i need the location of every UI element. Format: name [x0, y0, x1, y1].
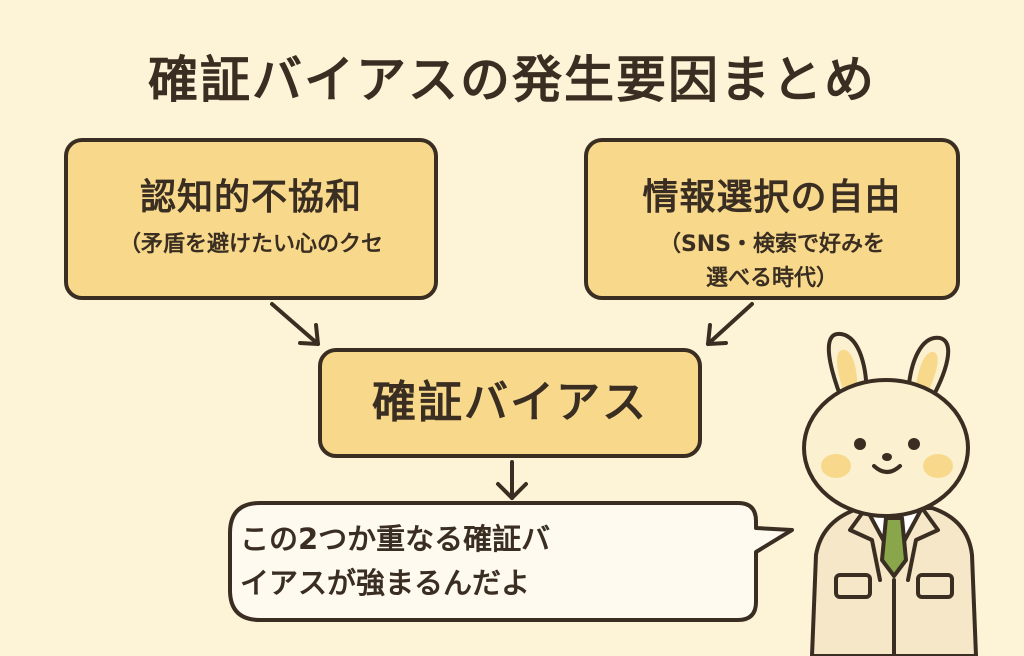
cause-subtitle-line2: 選べる時代） [705, 266, 838, 291]
result-box-confirmation-bias: 確証バイアス [318, 348, 702, 458]
cause-title-cognitive-dissonance: 認知的不協和 [139, 177, 362, 218]
cause-subtitle-cognitive-dissonance: （矛盾を避けたい心のクセ [118, 232, 383, 257]
arrow-center-to-bubble [496, 460, 528, 500]
arrow-right-to-center [706, 302, 754, 346]
speech-line2: イアスが強まるんだよ [240, 566, 531, 600]
speech-line1: この2つか重なる確証バ [240, 522, 551, 556]
arrow-left-to-center [270, 302, 320, 346]
cause-subtitle-line1: （SNS・検索で好みを [658, 232, 886, 257]
cause-subtitle-information-choice: （SNS・検索で好みを 選べる時代） [588, 228, 956, 296]
page-title: 確証バイアスの発生要因まとめ [148, 51, 876, 109]
cause-box-cognitive-dissonance: 認知的不協和 （矛盾を避けたい心のクセ [64, 138, 438, 300]
cause-title-information-choice: 情報選択の自由 [642, 177, 902, 218]
speech-bubble-text: この2つか重なる確証バ イアスが強まるんだよ [240, 517, 740, 605]
cause-box-information-choice: 情報選択の自由 （SNS・検索で好みを 選べる時代） [584, 138, 960, 300]
result-title: 確証バイアス [372, 377, 648, 428]
speech-bubble [228, 501, 794, 622]
rabbit-teacher-icon [802, 331, 978, 656]
